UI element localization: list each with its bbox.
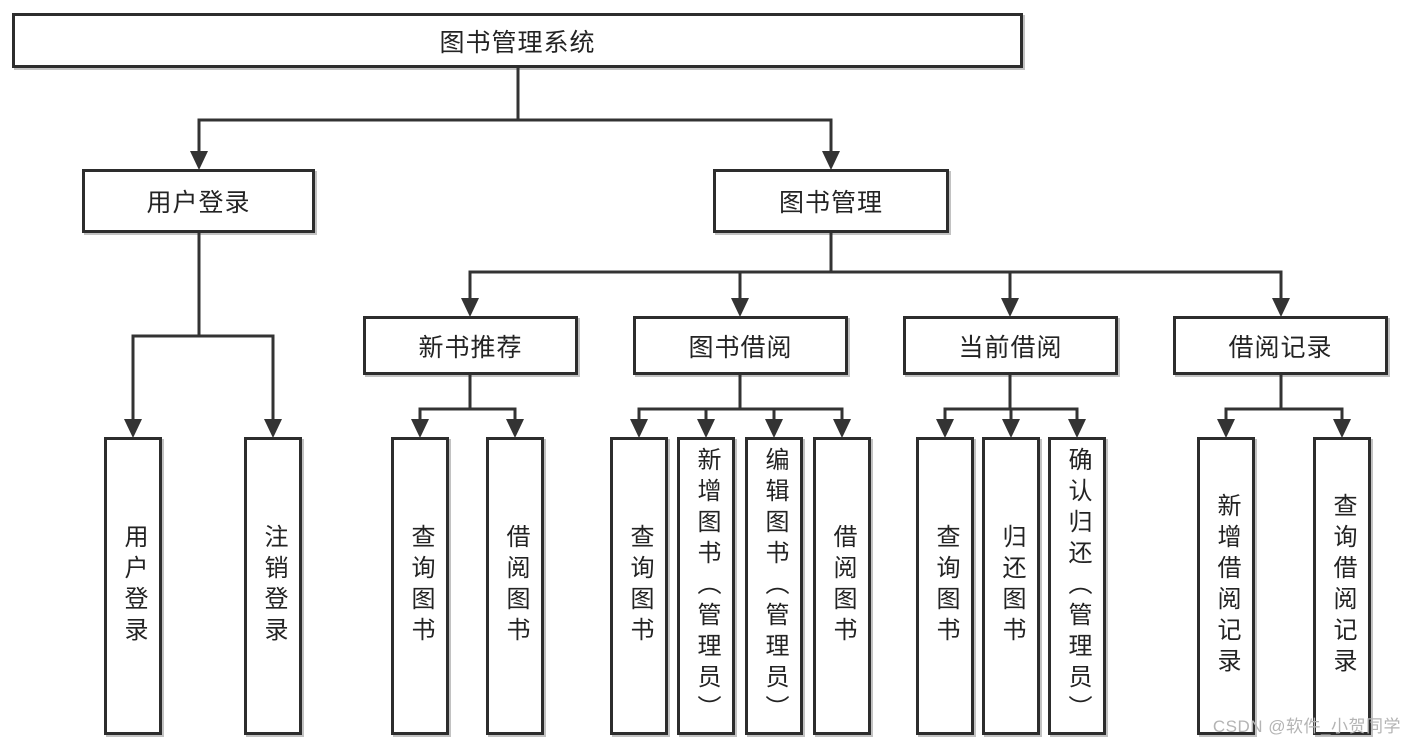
arrow-down-icon bbox=[630, 419, 648, 438]
node-new-book-recommend-label: 新书推荐 bbox=[418, 333, 523, 362]
leaf-current-query-books: 查询图书 bbox=[916, 437, 974, 735]
leaf-add-borrow-record: 新增借阅记录 bbox=[1197, 437, 1255, 735]
node-new-book-recommend: 新书推荐 bbox=[363, 316, 578, 375]
leaf-logout: 注销登录 bbox=[244, 437, 302, 735]
arrow-down-icon bbox=[1217, 419, 1235, 438]
arrow-down-icon bbox=[190, 151, 208, 170]
arrow-down-icon bbox=[1272, 298, 1290, 317]
arrow-down-icon bbox=[936, 419, 954, 438]
leaf-user-login: 用户登录 bbox=[104, 437, 162, 735]
node-book-borrow: 图书借阅 bbox=[633, 316, 848, 375]
node-current-borrow-label: 当前借阅 bbox=[958, 333, 1063, 362]
node-root: 图书管理系统 bbox=[12, 13, 1023, 68]
leaf-logout-label: 注销登录 bbox=[260, 524, 287, 648]
node-root-label: 图书管理系统 bbox=[439, 28, 596, 57]
leaf-current-query-books-label: 查询图书 bbox=[932, 524, 959, 648]
leaf-return-books-label: 归还图书 bbox=[998, 524, 1025, 648]
leaf-user-login-label: 用户登录 bbox=[120, 524, 147, 648]
leaf-query-borrow-record-label: 查询借阅记录 bbox=[1329, 493, 1356, 679]
arrow-down-icon bbox=[697, 419, 715, 438]
leaf-query-borrow-record: 查询借阅记录 bbox=[1313, 437, 1371, 735]
leaf-newbook-query-books-label: 查询图书 bbox=[407, 524, 434, 648]
leaf-add-books-admin-label: 新增图书（管理员） bbox=[693, 446, 720, 726]
arrow-down-icon bbox=[1068, 419, 1086, 438]
leaf-borrow-books-label: 借阅图书 bbox=[829, 524, 856, 648]
leaf-edit-books-admin: 编辑图书（管理员） bbox=[745, 437, 803, 735]
arrow-down-icon bbox=[765, 419, 783, 438]
node-book-management-label: 图书管理 bbox=[778, 189, 883, 217]
arrow-down-icon bbox=[506, 419, 524, 438]
leaf-newbook-borrow-books: 借阅图书 bbox=[486, 437, 544, 735]
arrow-down-icon bbox=[731, 298, 749, 317]
arrow-down-icon bbox=[1333, 419, 1351, 438]
node-current-borrow: 当前借阅 bbox=[903, 316, 1118, 375]
arrow-down-icon bbox=[264, 419, 282, 438]
arrow-down-icon bbox=[1002, 419, 1020, 438]
arrow-down-icon bbox=[833, 419, 851, 438]
watermark: CSDN @软件_小贺同学 bbox=[1212, 717, 1401, 736]
arrow-down-icon bbox=[124, 419, 142, 438]
leaf-borrow-query-books: 查询图书 bbox=[610, 437, 668, 735]
node-user-login: 用户登录 bbox=[82, 169, 315, 233]
leaf-edit-books-admin-label: 编辑图书（管理员） bbox=[761, 446, 788, 726]
node-borrow-records-label: 借阅记录 bbox=[1228, 333, 1333, 362]
arrow-down-icon bbox=[411, 419, 429, 438]
arrow-down-icon bbox=[461, 298, 479, 317]
leaf-newbook-borrow-books-label: 借阅图书 bbox=[502, 524, 529, 648]
leaf-borrow-books: 借阅图书 bbox=[813, 437, 871, 735]
leaf-return-books: 归还图书 bbox=[982, 437, 1040, 735]
leaf-confirm-return-admin-label: 确认归还（管理员） bbox=[1064, 446, 1091, 726]
leaf-newbook-query-books: 查询图书 bbox=[391, 437, 449, 735]
node-borrow-records: 借阅记录 bbox=[1173, 316, 1388, 375]
node-book-borrow-label: 图书借阅 bbox=[688, 333, 793, 362]
leaf-add-borrow-record-label: 新增借阅记录 bbox=[1213, 493, 1240, 679]
arrow-down-icon bbox=[1001, 298, 1019, 317]
node-user-login-label: 用户登录 bbox=[146, 189, 251, 217]
arrow-down-icon bbox=[822, 151, 840, 170]
leaf-add-books-admin: 新增图书（管理员） bbox=[677, 437, 735, 735]
node-book-management: 图书管理 bbox=[713, 169, 949, 233]
leaf-confirm-return-admin: 确认归还（管理员） bbox=[1048, 437, 1106, 735]
leaf-borrow-query-books-label: 查询图书 bbox=[626, 524, 653, 648]
